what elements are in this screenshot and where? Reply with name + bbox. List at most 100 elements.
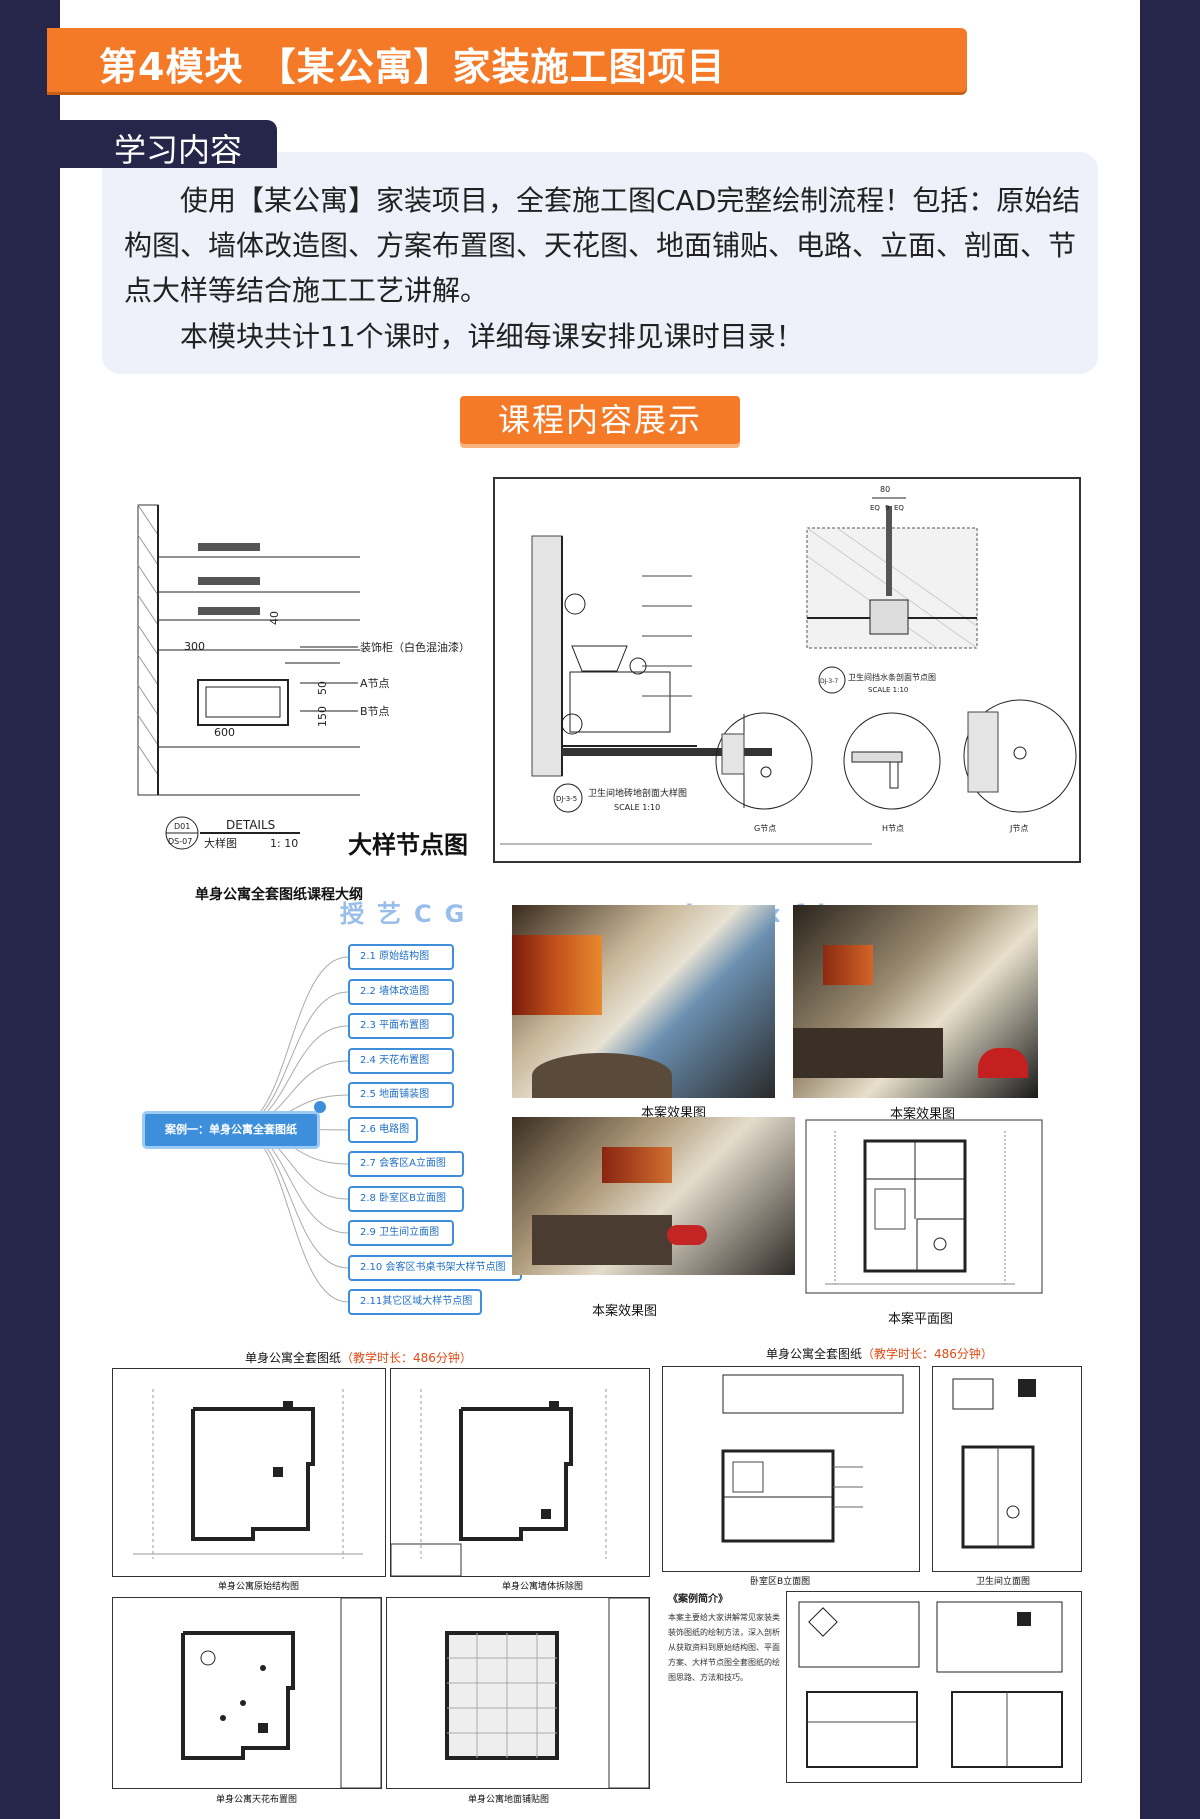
case-intro-title: 《案例简介》 <box>668 1594 728 1605</box>
details-title: DETAILS <box>226 818 275 832</box>
label-cabinet: 装饰柜（白色混油漆） <box>360 640 470 654</box>
sheet-bedroom-elevation <box>662 1366 920 1572</box>
sheet-bathroom-elevation <box>932 1366 1082 1572</box>
mindmap-item[interactable]: 2.2 墙体改造图 <box>348 979 454 1005</box>
module-title: 第4模块 【某公寓】家装施工图项目 <box>99 45 726 89</box>
mindmap-item[interactable]: 2.7 会客区A立面图 <box>348 1151 464 1177</box>
sheet-drawing <box>952 1378 1036 1549</box>
sheet-caption-6: 卫生间立面图 <box>976 1577 1031 1587</box>
render-caption-2: 本案效果图 <box>890 1107 956 1122</box>
sheet-caption-1: 单身公寓原始结构图 <box>218 1582 300 1592</box>
mindmap-item[interactable]: 2.6 电路图 <box>348 1117 418 1143</box>
mindmap-title: 单身公寓全套图纸课程大纲 <box>195 887 363 903</box>
detail-drawing-left: 300 40 50 150 600 装饰柜（白色混油漆） A节点 B节点 D01… <box>137 504 470 859</box>
render-image-2 <box>793 905 1038 1098</box>
study-tab-label: 学习内容 <box>114 131 243 169</box>
mindmap-item-label: 2.8 卧室区B立面图 <box>360 1193 446 1204</box>
right-dim-eq2: EQ <box>894 504 904 512</box>
sheets-right-header-text: 单身公寓全套图纸 <box>766 1347 863 1361</box>
sheet-caption-5: 卧室区B立面图 <box>750 1577 811 1587</box>
mindmap-item[interactable]: 2.4 天花布置图 <box>348 1048 454 1074</box>
details-sub: 大样图 <box>204 836 237 850</box>
mindmap-item-label: 2.2 墙体改造图 <box>360 986 430 997</box>
showcase-button[interactable]: 课程内容展示 <box>460 396 740 444</box>
right-dim-9: 9 <box>885 504 889 512</box>
sheets-left-time: （教学时长：486分钟） <box>341 1351 472 1365</box>
dim-600: 600 <box>214 726 235 739</box>
mindmap-item[interactable]: 2.8 卧室区B立面图 <box>348 1186 464 1212</box>
sheet-drawing <box>390 1389 607 1577</box>
dim-50: 50 <box>316 681 329 695</box>
sheet-floor-tiling <box>386 1597 650 1789</box>
case-intro: 《案例简介》 本案主要给大家讲解常见家装类装饰图纸的绘制方法，深入剖析从获取资料… <box>668 1590 780 1685</box>
sheets-right-header: 单身公寓全套图纸（教学时长：486分钟） <box>766 1345 993 1362</box>
mindmap-item-label: 2.4 天花布置图 <box>360 1055 430 1066</box>
showcase-button-label: 课程内容展示 <box>497 401 702 439</box>
dim-40: 40 <box>268 611 281 625</box>
label-node-b: B节点 <box>360 705 390 718</box>
sheet-caption-4: 单身公寓地面铺贴图 <box>468 1795 550 1805</box>
right-caption-1: 卫生间地砖地剖面大样图 <box>588 787 687 799</box>
mindmap-item-label: 2.7 会客区A立面图 <box>360 1158 446 1169</box>
mindmap-root-label: 案例一：单身公寓全套图纸 <box>165 1123 297 1136</box>
right-caption-2-scale: SCALE 1:10 <box>868 686 908 694</box>
render-caption-3: 本案效果图 <box>592 1304 658 1319</box>
mindmap-item-label: 2.1 原始结构图 <box>360 951 430 962</box>
tag-dj37: DJ-3-7 <box>820 678 838 685</box>
node-label-h: H节点 <box>882 824 904 833</box>
sheet-drawing <box>721 1374 904 1543</box>
intro-hours: 本模块共计11个课时，详细每课安排见课时目录！ <box>180 320 804 353</box>
right-dim-eq1: EQ <box>870 504 880 512</box>
details-scale: 1: 10 <box>270 837 298 850</box>
node-label-j: J节点 <box>1009 824 1028 833</box>
plan-image <box>805 1119 1043 1294</box>
render-image-3 <box>512 1117 795 1275</box>
mindmap-item-label: 2.5 地面铺装图 <box>360 1089 430 1100</box>
module-banner: 第4模块 【某公寓】家装施工图项目 <box>47 28 967 92</box>
big-label: 大样节点图 <box>348 831 468 859</box>
right-caption-2: 卫生间挡水条剖面节点图 <box>848 672 936 682</box>
mindmap-root-marker <box>314 1101 326 1113</box>
dim-150: 150 <box>316 706 329 727</box>
label-node-a: A节点 <box>360 677 390 690</box>
detail-drawing-right: DJ-3-5 卫生间地砖地剖面大样图 SCALE 1:10 80 EQ 9 EQ… <box>493 477 1081 863</box>
sheet-drawing <box>445 1597 650 1789</box>
details-sheet: DS-07 <box>168 837 192 846</box>
sheets-right-time: （教学时长：486分钟） <box>862 1347 993 1361</box>
mindmap-item-label: 2.3 平面布置图 <box>360 1020 430 1031</box>
node-label-g: G节点 <box>754 824 776 833</box>
mindmap-item-label: 2.11其它区域大样节点图 <box>360 1296 473 1307</box>
case-intro-text: 本案主要给大家讲解常见家装类装饰图纸的绘制方法，深入剖析从获取资料到原始结构图、… <box>668 1613 780 1682</box>
sheet-drawing <box>133 1389 363 1559</box>
dim-300: 300 <box>184 640 205 653</box>
render-caption-4: 本案平面图 <box>888 1312 954 1327</box>
sheet-drawing <box>181 1597 382 1789</box>
right-caption-1-scale: SCALE 1:10 <box>614 803 660 812</box>
sheet-wall-demolition <box>390 1368 650 1577</box>
sheet-caption-3: 单身公寓天花布置图 <box>216 1795 298 1805</box>
mindmap-item-label: 2.6 电路图 <box>360 1124 410 1135</box>
mindmap-item[interactable]: 2.9 卫生间立面图 <box>348 1220 454 1246</box>
mindmap-item-label: 2.10 会客区书桌书架大样节点图 <box>360 1262 506 1273</box>
mindmap-item[interactable]: 2.10 会客区书桌书架大样节点图 <box>348 1255 522 1281</box>
sheets-left-header-text: 单身公寓全套图纸 <box>245 1351 342 1365</box>
mindmap-item[interactable]: 2.3 平面布置图 <box>348 1013 454 1039</box>
mindmap-item[interactable]: 2.5 地面铺装图 <box>348 1082 454 1108</box>
sheet-original-structure <box>112 1368 386 1577</box>
sheet-ceiling-plan <box>112 1597 382 1789</box>
mindmap-item[interactable]: 2.11其它区域大样节点图 <box>348 1289 482 1315</box>
intro-paragraph: 使用【某公寓】家装项目，全套施工图CAD完整绘制流程！包括：原始结构图、墙体改造… <box>124 184 1081 307</box>
study-tab: 学习内容 <box>60 120 277 169</box>
details-code: D01 <box>174 822 190 831</box>
sheet-caption-2: 单身公寓墙体拆除图 <box>502 1582 584 1592</box>
render-image-1 <box>512 905 775 1098</box>
tag-dj35: DJ-3-5 <box>556 795 577 803</box>
right-dim-80: 80 <box>880 485 890 494</box>
mindmap-item-label: 2.9 卫生间立面图 <box>360 1227 440 1238</box>
intro-box: 使用【某公寓】家装项目，全套施工图CAD完整绘制流程！包括：原始结构图、墙体改造… <box>102 152 1098 374</box>
sheet-collage <box>786 1591 1082 1783</box>
mindmap-item[interactable]: 2.1 原始结构图 <box>348 944 454 970</box>
sheets-left-header: 单身公寓全套图纸（教学时长：486分钟） <box>245 1349 472 1366</box>
mindmap-root[interactable]: 案例一：单身公寓全套图纸 <box>142 1111 320 1149</box>
sheet-drawing <box>798 1601 1063 1768</box>
